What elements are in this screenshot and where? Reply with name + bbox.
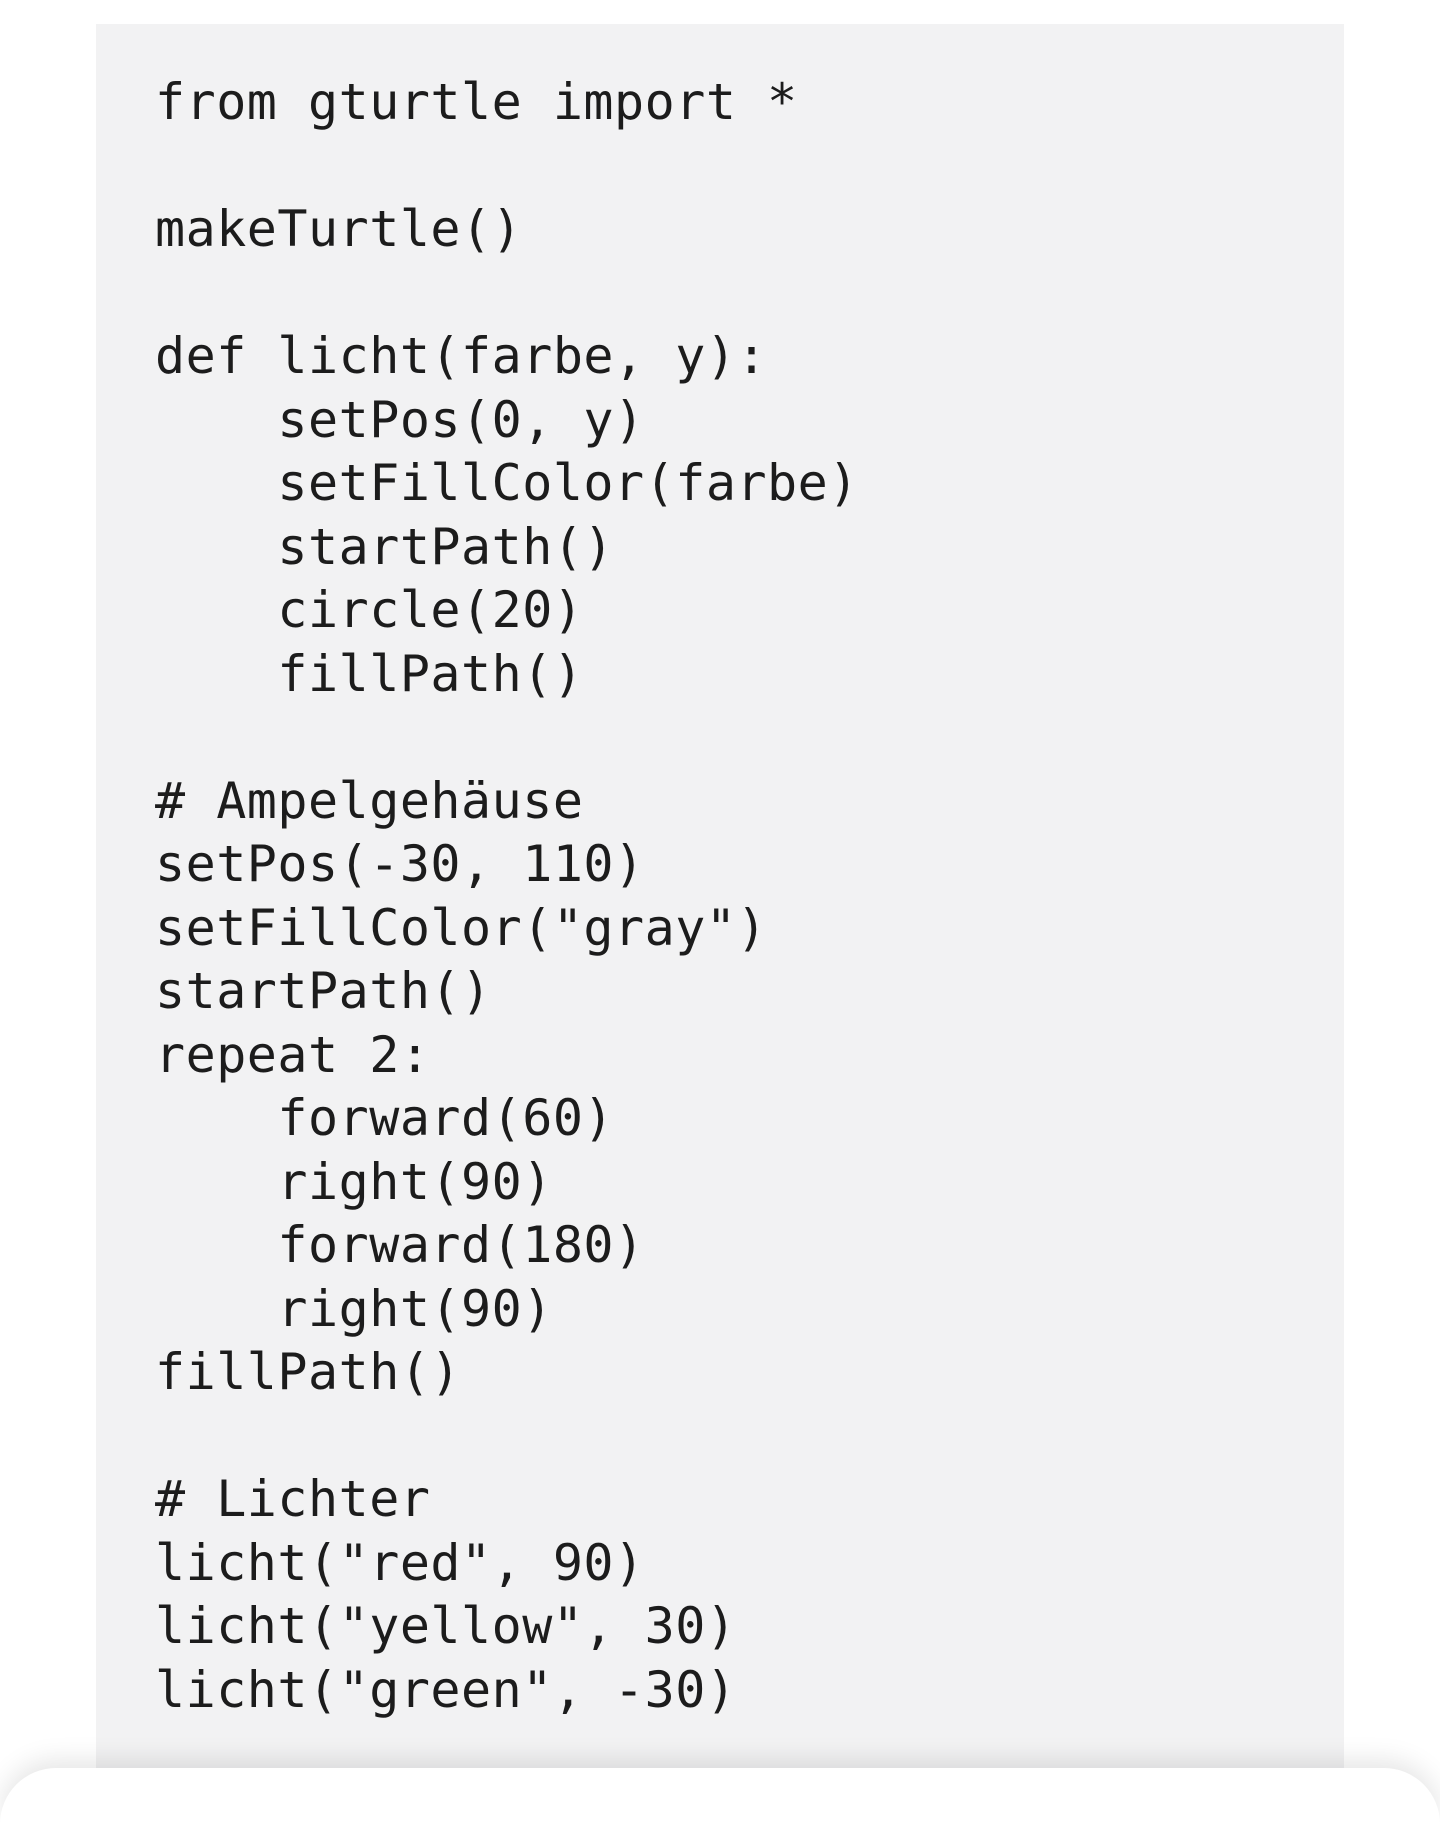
code-line-comment: # Ampelgehäuse: [155, 771, 584, 830]
code-line: setFillColor(farbe): [155, 454, 859, 512]
code-line: [155, 135, 1334, 199]
code-line: fillPath(): [155, 644, 584, 703]
code-line: startPath(): [155, 517, 615, 576]
code-line: [155, 1405, 1334, 1469]
code-line: [155, 262, 1334, 326]
bottom-sheet-card: [0, 1768, 1440, 1828]
code-line: forward(180): [155, 1216, 645, 1274]
code-block: from gturtle import * makeTurtle() def l…: [96, 24, 1344, 1768]
code-line: makeTurtle(): [155, 200, 523, 258]
code-line: def licht(farbe, y):: [155, 327, 768, 385]
code-line: licht("green", -30): [155, 1660, 737, 1719]
code-line: fillPath(): [155, 1343, 462, 1401]
code-line: [155, 706, 1334, 770]
code-line: right(90): [155, 1152, 553, 1211]
code-line: licht("red", 90): [155, 1533, 645, 1592]
code-line-comment: # Lichter: [155, 1470, 431, 1528]
code-line: setPos(0, y): [155, 390, 645, 449]
code-line: circle(20): [155, 581, 584, 639]
code-line: startPath(): [155, 962, 492, 1020]
code-line: licht("yellow", 30): [155, 1597, 737, 1655]
code-line: repeat 2:: [155, 1025, 431, 1084]
code-line: forward(60): [155, 1089, 615, 1147]
code-line: setFillColor("gray"): [155, 898, 768, 957]
code-line: setPos(-30, 110): [155, 835, 645, 893]
code-line: right(90): [155, 1279, 553, 1338]
code-line: from gturtle import *: [155, 73, 798, 131]
